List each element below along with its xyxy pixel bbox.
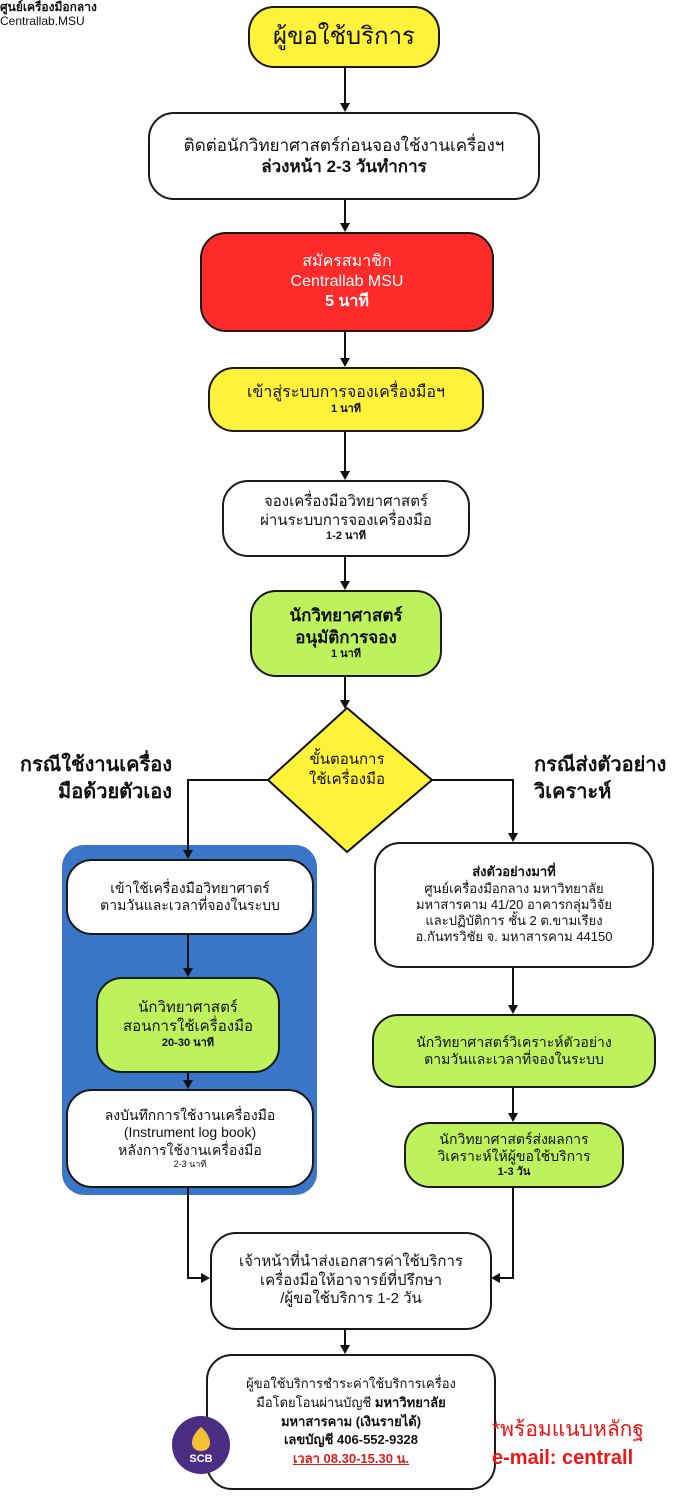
node-label: (Instrument log book) [123, 1124, 257, 1141]
node-label: หลังการใช้งานเครื่องมือ [118, 1141, 262, 1158]
node-time: 1 นาที [330, 402, 362, 415]
send-invoice-node: เจ้าหน้าที่นำส่งเอกสารค่าใช้บริการ เครื่… [210, 1232, 492, 1330]
node-label: เข้าสู่ระบบการจองเครื่องมือฯ [246, 383, 446, 401]
node-label: นักวิทยาศาสตร์วิเคราะห์ตัวอย่าง [416, 1033, 612, 1050]
branch-label-line: มือด้วยตัวเอง [58, 781, 172, 803]
node-label-part: มือโดยโอนผ่านบัญชี [256, 1394, 375, 1410]
self-use-branch-label: กรณีใช้งานเครื่อง มือด้วยตัวเอง [10, 752, 172, 806]
university-name: มหาวิทยาลัย [374, 1394, 446, 1410]
branch-label-line: กรณีส่งตัวอย่าง [534, 754, 667, 776]
branch-label-line: วิเคราะห์ [534, 781, 612, 803]
node-time: 20-30 นาที [161, 1036, 215, 1049]
register-member-node: สมัครสมาชิก Centrallab MSU 5 นาที [200, 232, 494, 332]
node-title: ส่งตัวอย่างมาที่ [472, 864, 556, 880]
node-label: ลงบันทึกการใช้งานเครื่องมือ [104, 1106, 276, 1123]
node-label: วิเคราะห์ให้ผู้ขอใช้บริการ [437, 1148, 591, 1165]
contact-email: e-mail: centrall [492, 1447, 634, 1469]
node-label: เครื่องมือให้อาจารย์ที่ปรึกษา [259, 1271, 442, 1289]
branch-label-line: กรณีใช้งานเครื่อง [19, 754, 172, 776]
node-label: นักวิทยาศาสตร์ [289, 606, 403, 626]
node-label: /ผู้ขอใช้บริการ 1-2 วัน [280, 1290, 422, 1308]
attach-proof-note: *พร้อมแนบหลักฐ [492, 1418, 644, 1441]
scb-bank-logo: SCB [172, 1416, 230, 1474]
node-label: ติดต่อนักวิทยาศาสตร์ก่อนจองใช้งานเครื่อง… [183, 135, 505, 155]
node-time: 5 นาที [325, 293, 369, 310]
address-line: อ.กันทรวิชัย จ. มหาสารคาม 44150 [415, 929, 613, 945]
address-line: ศูนย์เครื่องมือกลาง มหาวิทยาลัย [424, 880, 604, 896]
login-booking-node: เข้าสู่ระบบการจองเครื่องมือฯ 1 นาที [208, 367, 484, 432]
scb-logo-text: SCB [189, 1453, 213, 1465]
node-label: นักวิทยาศาสตร์ [138, 999, 238, 1017]
node-label: สมัครสมาชิก [302, 253, 392, 270]
decision-label: ขั้นตอนการ ใช้เครื่องมือ [290, 750, 404, 789]
scb-emblem-icon [192, 1427, 210, 1451]
book-instrument-node: จองเครื่องมือวิทยาศาสตร์ ผ่านระบบการจองเ… [222, 480, 470, 557]
send-sample-branch-label: กรณีส่งตัวอย่าง วิเคราะห์ [534, 752, 678, 806]
org-name-en: Centrallab.MSU [0, 14, 85, 29]
org-name-thai: ศูนย์เครื่องมือกลาง [0, 0, 97, 14]
use-instrument-node: เข้าใช้เครื่องมือวิทยาศาตร์ ตามวันและเวล… [66, 859, 314, 935]
scientist-teach-node: นักวิทยาศาสตร์ สอนการใช้เครื่องมือ 20-30… [96, 977, 280, 1073]
log-book-node: ลงบันทึกการใช้งานเครื่องมือ (Instrument … [66, 1089, 314, 1188]
node-time: 1-2 นาที [326, 530, 366, 543]
decision-label-line: ใช้เครื่องมือ [309, 770, 385, 788]
payment-hours: เวลา 08.30-15.30 น. [292, 1451, 410, 1467]
node-label: นักวิทยาศาสตร์ส่งผลการ [439, 1130, 589, 1147]
node-label: สอนการใช้เครื่องมือ [123, 1018, 253, 1036]
payment-node: ผู้ขอใช้บริการชำระค่าใช้บริการเครื่อง มื… [206, 1354, 496, 1490]
node-label: เข้าใช้เครื่องมือวิทยาศาตร์ [110, 879, 270, 896]
node-label: ตามวันและเวลาที่จองในระบบ [424, 1051, 604, 1067]
node-time: 2-3 นาที [173, 1159, 207, 1170]
node-time: 1-3 วัน [497, 1165, 531, 1178]
account-number: เลขบัญชี 406-552-9328 [283, 1432, 419, 1448]
decision-diamond [266, 706, 434, 854]
node-label: อนุมัติการจอง [295, 627, 397, 647]
node-time: 1 นาที [330, 647, 362, 660]
approve-booking-node: นักวิทยาศาสตร์ อนุมัติการจอง 1 นาที [250, 590, 442, 677]
node-label: เจ้าหน้าที่นำส่งเอกสารค่าใช้บริการ [239, 1252, 463, 1270]
address-line: และปฏิบัติการ ชั้น 2 ต.ขามเรียง [425, 913, 603, 929]
node-advance-notice: ล่วงหน้า 2-3 วันทำการ [261, 157, 427, 176]
service-requester-node: ผู้ขอใช้บริการ [248, 6, 440, 68]
node-label: จองเครื่องมือวิทยาศาสตร์ [264, 492, 428, 510]
account-name: มหาสารคาม (เงินรายได้) [280, 1413, 422, 1429]
node-label: ตามวันและเวลาที่จองในระบบ [100, 897, 280, 913]
node-label: Centrallab MSU [290, 273, 404, 290]
send-results-node: นักวิทยาศาสตร์ส่งผลการ วิเคราะห์ให้ผู้ขอ… [404, 1122, 624, 1188]
contact-scientist-node: ติดต่อนักวิทยาศาสตร์ก่อนจองใช้งานเครื่อง… [148, 112, 540, 200]
decision-label-line: ขั้นตอนการ [309, 751, 385, 768]
address-line: มหาสารคาม 41/20 อาคารกลุ่มวิจัย [415, 896, 612, 912]
org-logo-text: ศูนย์เครื่องมือกลาง Centrallab.MSU [0, 0, 97, 29]
node-label: มือโดยโอนผ่านบัญชี มหาวิทยาลัย [256, 1394, 445, 1413]
scientist-analyze-node: นักวิทยาศาสตร์วิเคราะห์ตัวอย่าง ตามวันแล… [372, 1014, 656, 1088]
node-label: ผู้ขอใช้บริการ [273, 23, 415, 50]
send-sample-node: ส่งตัวอย่างมาที่ ศูนย์เครื่องมือกลาง มหา… [374, 842, 654, 968]
node-label: ผู้ขอใช้บริการชำระค่าใช้บริการเครื่อง [246, 1375, 456, 1391]
node-label: ผ่านระบบการจองเครื่องมือ [260, 511, 432, 529]
